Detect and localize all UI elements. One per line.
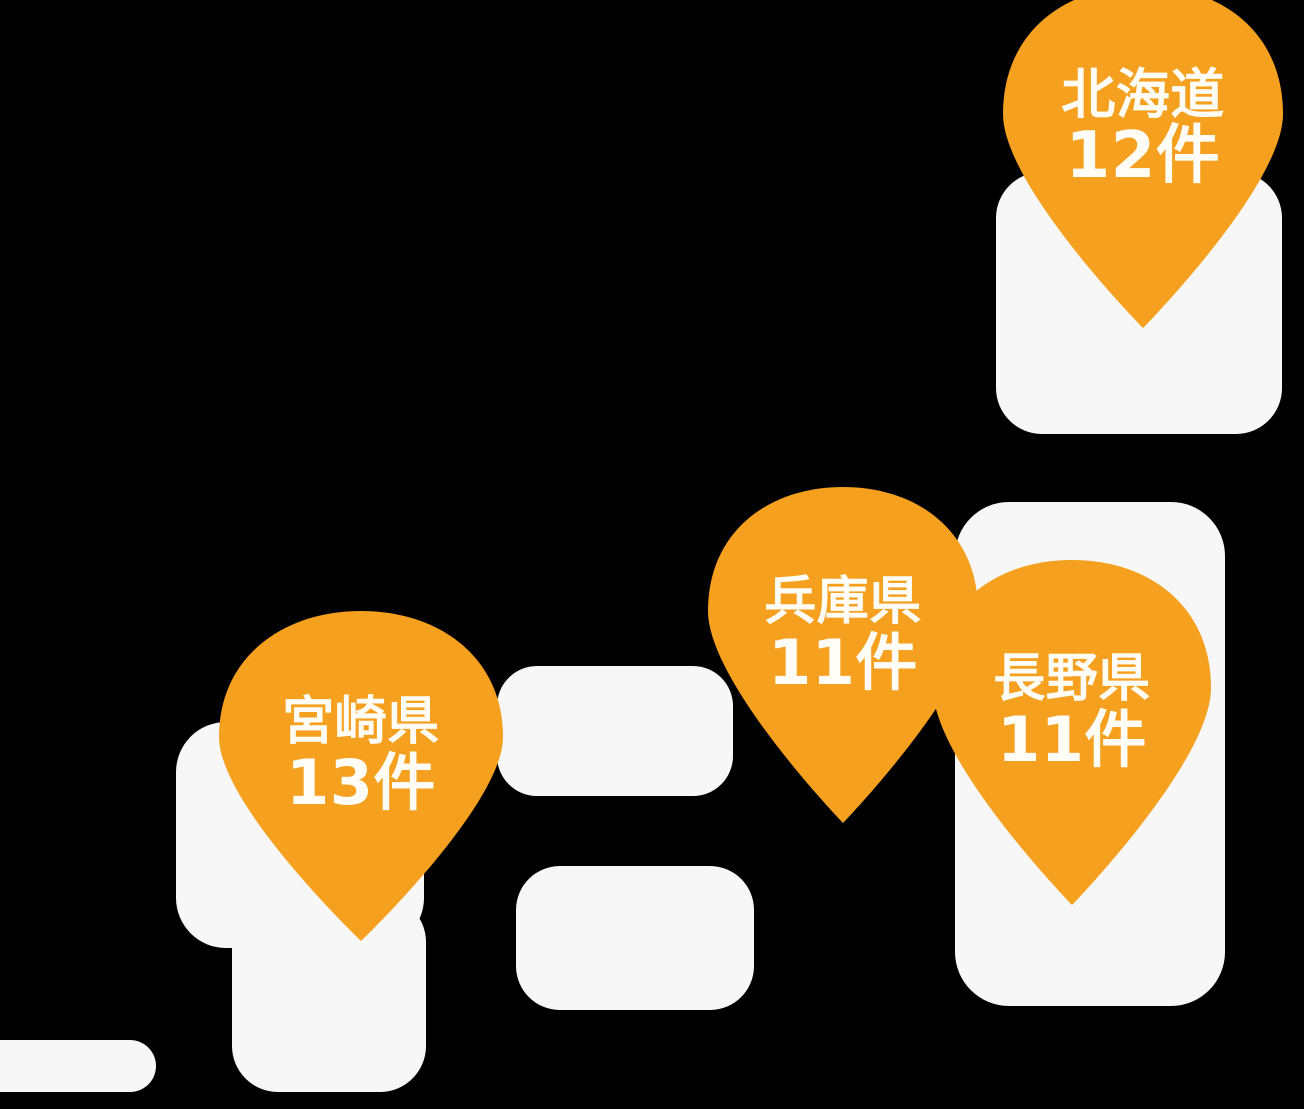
map-pin-icon [219,611,503,941]
map-pin-hyogo[interactable]: 兵庫県 11件 [708,487,978,823]
map-pin-hyogo-label: 兵庫県 11件 [708,572,978,700]
map-pin-miyazaki-count: 13件 [286,746,436,820]
map-pin-nagano-label: 長野県 11件 [933,649,1211,777]
map-region-honshu-west [497,666,733,796]
map-pin-hyogo-count: 11件 [768,626,918,700]
map-pin-hokkaido-label: 北海道 12件 [1003,66,1283,191]
map-region-kyushu-south [232,896,426,1092]
map-pin-icon [933,560,1211,905]
map-pin-nagano[interactable]: 長野県 11件 [933,560,1211,905]
map-pin-miyazaki-label: 宮崎県 13件 [219,692,503,820]
map-pin-hyogo-prefecture: 兵庫県 [764,572,922,632]
map-pin-hokkaido-count: 12件 [1065,119,1221,194]
map-pin-nagano-prefecture: 長野県 [993,649,1151,709]
map-pin-hokkaido[interactable]: 北海道 12件 [1003,0,1283,328]
map-pin-icon [1003,0,1283,328]
map-pin-icon [708,487,978,823]
map-pin-nagano-count: 11件 [997,703,1147,777]
map-pin-miyazaki-prefecture: 宮崎県 [282,692,440,752]
map-region-shikoku [516,866,754,1010]
map-pin-hokkaido-prefecture: 北海道 [1061,63,1225,126]
map-region-okinawa [0,1040,156,1092]
map-pin-miyazaki[interactable]: 宮崎県 13件 [219,611,503,941]
